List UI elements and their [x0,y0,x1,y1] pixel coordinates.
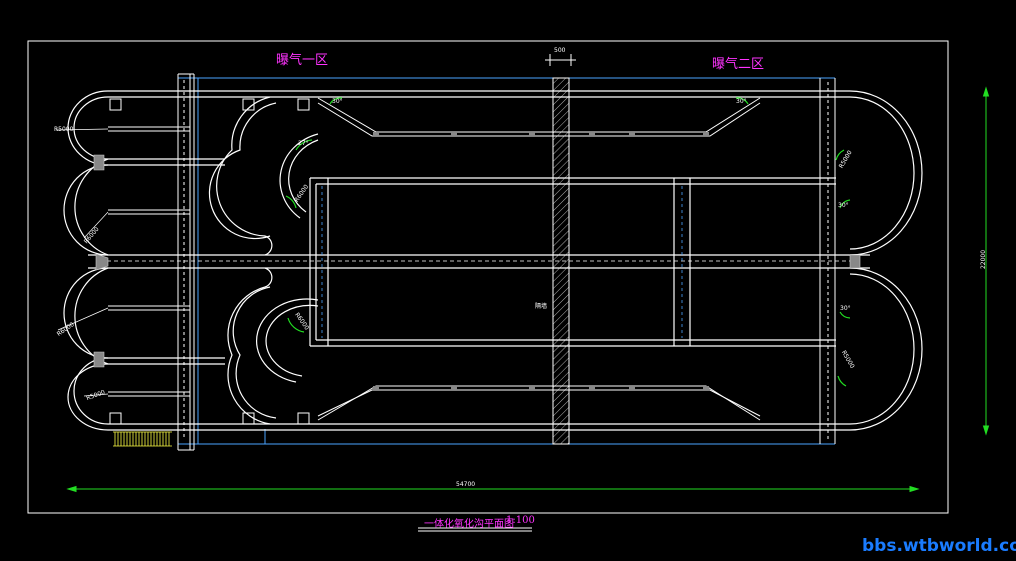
diffuser-node [373,386,379,390]
left-partition [177,73,195,451]
diffuser-node [451,386,457,390]
drawing-title: 一体化氧化沟平面图 [424,519,514,530]
diffuser-bottom [317,385,761,421]
diffuser-node [629,386,635,390]
diffuser-node [373,132,379,136]
overall-width-dimension [982,86,990,436]
leader-lines [55,128,109,397]
dim-angle-b: 27° [298,140,309,147]
diffuser-node [629,132,635,136]
zone2-label: 曝气二区 [712,57,765,72]
diffuser-node [529,132,535,136]
diffuser-node [703,386,709,390]
diffuser-top [317,97,761,137]
diffuser-node [529,386,535,390]
left-pipes [108,126,190,397]
dim-angle-d: 30° [838,202,849,209]
diffuser-node [451,132,457,136]
manholes [109,98,310,425]
dim-centre-label: 隔墙 [535,303,548,310]
section-mark [545,54,576,66]
channel-walls [63,90,923,431]
diffuser-node [589,132,595,136]
dim-wall-thickness: 500 [554,47,566,54]
stair-treads [114,432,170,446]
angle-marks [285,97,851,387]
diffuser-node [589,386,595,390]
dim-angle-a: 30° [332,98,343,105]
dim-angle-e: 30° [840,305,851,312]
dim-radius-a: R5000 [54,126,74,133]
mixers [93,154,861,368]
dim-width-value: 22000 [980,249,988,270]
drawing-scale: 1:100 [506,515,535,526]
stairs [113,431,172,447]
diffuser-node [703,132,709,136]
hatched-divider-wall [552,77,570,445]
diffuser-nodes [373,132,709,390]
central-island [309,177,836,347]
zone1-label: 曝气一区 [276,53,329,68]
watermark: bbs.wtbworld.com [862,536,1016,556]
drawing-frame [27,40,949,514]
overall-length-dimension [66,485,920,493]
dim-length-value: 54700 [456,481,476,488]
dim-angle-c: 30° [736,98,747,105]
island-dashes [321,186,683,338]
title-underline [418,527,532,532]
